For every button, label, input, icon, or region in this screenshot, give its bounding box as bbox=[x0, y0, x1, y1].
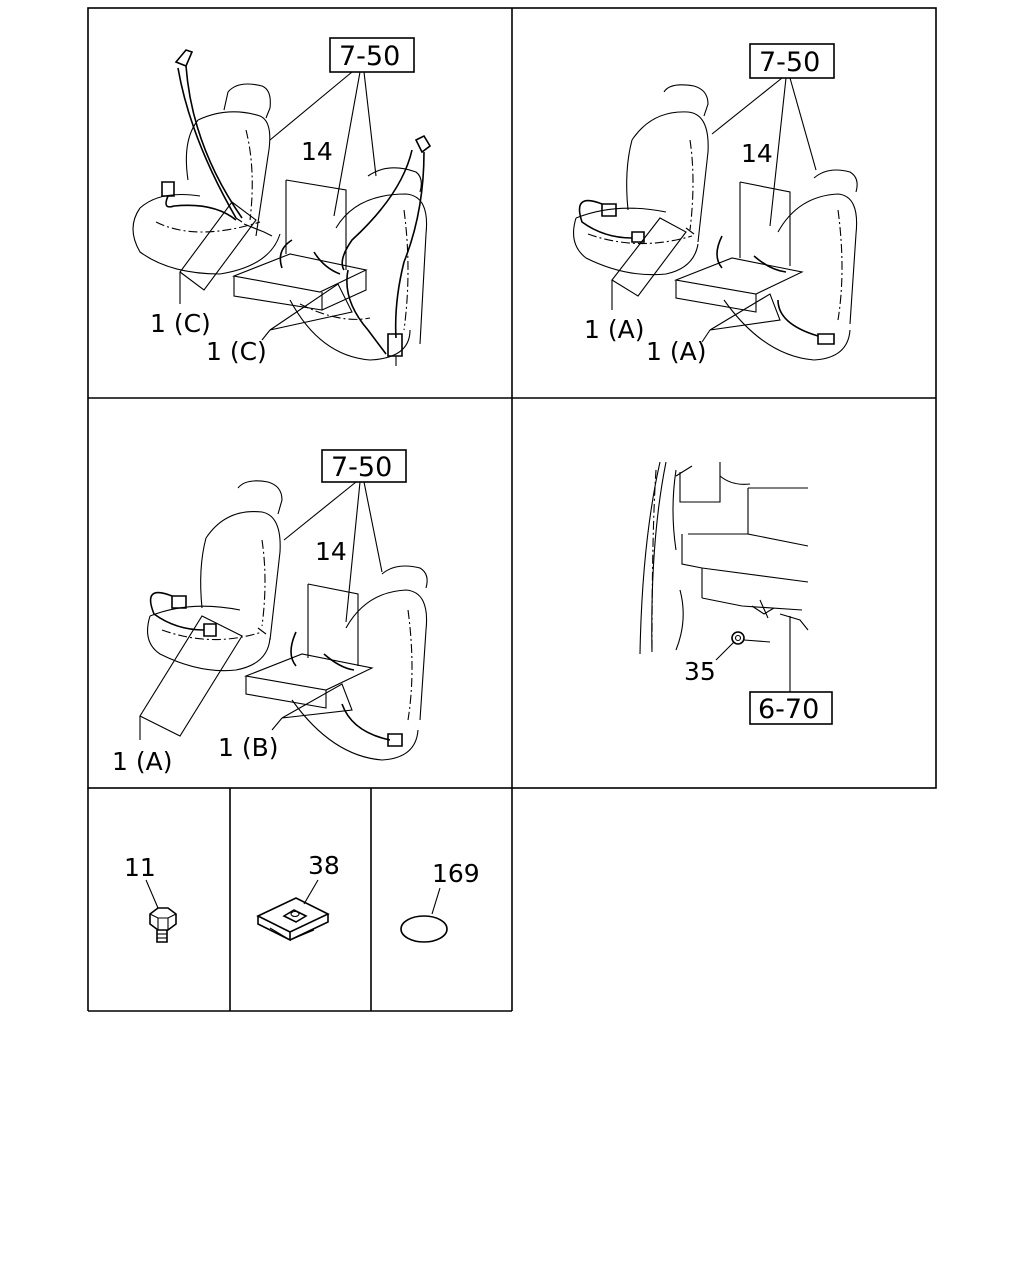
center-seat-illustration bbox=[243, 583, 374, 709]
callout-11: 11 bbox=[124, 853, 156, 882]
callouts-top-left: 7-50 14 1 (C) 1 (C) bbox=[150, 37, 415, 366]
right-seatbelt bbox=[279, 134, 432, 366]
callout-1b: 1 (B) bbox=[218, 733, 279, 762]
body-pillar-illustration bbox=[639, 461, 809, 655]
callout-1a: 1 (A) bbox=[112, 747, 172, 776]
panel-top-left: 7-50 14 1 (C) 1 (C) bbox=[132, 37, 432, 366]
callout-1a-lower: 1 (A) bbox=[646, 337, 706, 366]
right-seat-illustration bbox=[291, 565, 428, 761]
left-belt-wire bbox=[149, 591, 267, 637]
callout-14: 14 bbox=[315, 537, 347, 566]
ref-label-7-50: 7-50 bbox=[339, 41, 400, 72]
panel-plug: 169 bbox=[400, 859, 480, 943]
center-seat-illustration bbox=[232, 179, 368, 311]
left-seat-illustration bbox=[573, 84, 709, 276]
panel-top-right: 7-50 14 1 (A) 1 (A) bbox=[573, 43, 858, 366]
right-seat-illustration bbox=[289, 167, 428, 361]
round-plug-icon bbox=[400, 915, 448, 943]
ref-box-7-50 bbox=[749, 43, 835, 79]
panel-middle-right: 35 6-70 bbox=[639, 461, 833, 725]
callout-14: 14 bbox=[301, 137, 333, 166]
bolt-icon bbox=[149, 907, 177, 943]
callout-169: 169 bbox=[432, 859, 480, 888]
callout-14: 14 bbox=[741, 139, 773, 168]
center-seat-illustration bbox=[673, 181, 804, 313]
panel-grid bbox=[87, 7, 937, 1012]
panel-clip: 38 bbox=[256, 851, 340, 942]
callout-1c-upper: 1 (C) bbox=[150, 309, 211, 338]
callouts-top-right: 7-50 14 1 (A) 1 (A) bbox=[584, 43, 835, 366]
left-belt-wire bbox=[578, 199, 695, 243]
callout-38: 38 bbox=[308, 851, 340, 880]
left-seat-illustration bbox=[147, 480, 283, 672]
square-clip-icon bbox=[256, 897, 330, 942]
ref-label-7-50: 7-50 bbox=[331, 452, 392, 483]
callout-1a-upper: 1 (A) bbox=[584, 315, 644, 344]
panel-middle-left: 7-50 14 1 (A) 1 (B) bbox=[112, 449, 428, 776]
left-seatbelt bbox=[161, 49, 273, 237]
callout-35: 35 bbox=[684, 657, 716, 686]
ref-label-7-50: 7-50 bbox=[759, 47, 820, 78]
right-seat-illustration bbox=[723, 169, 858, 361]
left-seat-illustration bbox=[132, 83, 281, 275]
ref-box-7-50 bbox=[329, 37, 415, 73]
ref-box-6-70 bbox=[749, 691, 833, 725]
callout-1c-lower: 1 (C) bbox=[206, 337, 267, 366]
panel-bolt: 11 bbox=[124, 853, 177, 943]
callouts-middle-right: 35 6-70 bbox=[684, 616, 833, 725]
callouts-middle-left: 7-50 14 1 (A) 1 (B) bbox=[112, 449, 407, 776]
ref-label-6-70: 6-70 bbox=[758, 694, 819, 725]
